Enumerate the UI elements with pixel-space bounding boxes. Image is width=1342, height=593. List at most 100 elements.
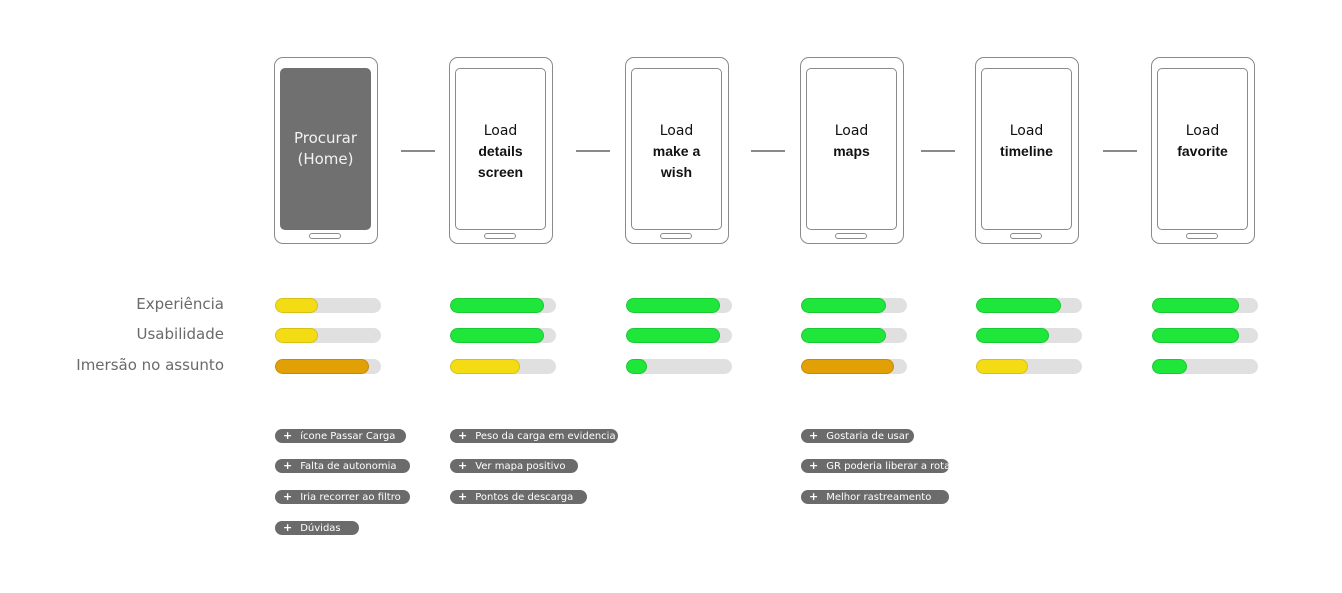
plus-icon: + [283,459,293,472]
rating-bar [626,298,732,313]
rating-bar-fill [450,328,544,343]
rating-bar [275,298,381,313]
plus-icon: + [458,490,468,503]
rating-bar-fill [1152,359,1187,374]
rating-bar [1152,298,1258,313]
phone-screen-4[interactable]: Load maps [800,57,904,244]
insight-tag: + ícone Passar Carga [275,429,406,443]
insight-text: Iria recorrer ao filtro [300,492,401,503]
plus-icon: + [809,490,819,503]
insight-text: ícone Passar Carga [300,431,396,442]
plus-icon: + [809,459,819,472]
insight-text: Pontos de descarga [475,492,574,503]
phone-display: Procurar (Home) [280,68,371,230]
rating-bar-fill [1152,298,1239,313]
insight-tag: + Peso da carga em evidencia [450,429,618,443]
phone-screen-6[interactable]: Load favorite [1151,57,1255,244]
home-button [660,233,692,239]
screen-title: Procurar (Home) [293,129,358,168]
rating-bar [450,359,556,374]
plus-icon: + [283,490,293,503]
rating-bar [801,298,907,313]
rating-bar [626,359,732,374]
rating-bar [1152,359,1258,374]
metric-label: Imersão no assunto [76,356,224,374]
rating-bar-fill [275,359,369,374]
rating-bar [801,328,907,343]
insight-text: Peso da carga em evidencia [475,431,616,442]
rating-bar [275,328,381,343]
screen-title: make a wish [652,143,701,180]
screen-title: maps [833,143,870,159]
insight-tag: + Dúvidas [275,521,359,535]
home-button [484,233,516,239]
insight-tag: + Melhor rastreamento [801,490,949,504]
rating-bar-fill [976,359,1028,374]
rating-bar [1152,328,1258,343]
rating-bar [275,359,381,374]
insight-text: Ver mapa positivo [475,461,566,472]
flow-connector [921,150,955,152]
insight-text: Falta de autonomia [300,461,397,472]
screen-lead: Load [659,123,694,139]
metric-label: Experiência [136,295,224,313]
rating-bar [450,328,556,343]
insight-tag: + Gostaria de usar [801,429,914,443]
screen-lead: Load [483,123,518,139]
rating-bar [976,359,1082,374]
flow-connector [401,150,435,152]
metric-label: Usabilidade [136,325,224,343]
insight-tag: + Falta de autonomia [275,459,410,473]
rating-bar-fill [976,298,1061,313]
phone-screen-3[interactable]: Load make a wish [625,57,729,244]
insight-text: Dúvidas [300,523,341,534]
screen-title: timeline [1000,143,1053,159]
rating-bar [801,359,907,374]
insight-tag: + GR poderia liberar a rota [801,459,951,473]
rating-bar-fill [275,328,318,343]
insight-tag: + Iria recorrer ao filtro [275,490,410,504]
phone-display: Load make a wish [631,68,722,230]
phone-display: Load details screen [455,68,546,230]
rating-bar-fill [626,359,647,374]
rating-bar [626,328,732,343]
insight-text: GR poderia liberar a rota [826,461,951,472]
plus-icon: + [283,521,293,534]
phone-screen-2[interactable]: Load details screen [449,57,553,244]
flow-connector [751,150,785,152]
screen-title: details screen [477,143,524,180]
home-button [309,233,341,239]
rating-bar-fill [275,298,318,313]
rating-bar-fill [626,328,720,343]
rating-bar-fill [626,298,720,313]
phone-screen-1[interactable]: Procurar (Home) [274,57,378,244]
home-button [1010,233,1042,239]
flow-connector [1103,150,1137,152]
rating-bar-fill [976,328,1049,343]
plus-icon: + [458,429,468,442]
rating-bar-fill [450,359,520,374]
insight-tag: + Pontos de descarga [450,490,587,504]
rating-bar [976,328,1082,343]
insight-text: Melhor rastreamento [826,492,932,503]
phone-display: Load favorite [1157,68,1248,230]
plus-icon: + [809,429,819,442]
insight-tag: + Ver mapa positivo [450,459,578,473]
plus-icon: + [283,429,293,442]
rating-bar-fill [801,359,894,374]
screen-lead: Load [1185,123,1220,139]
screen-title: favorite [1177,143,1228,159]
insight-text: Gostaria de usar [826,431,910,442]
rating-bar-fill [801,328,886,343]
home-button [1186,233,1218,239]
screen-lead: Load [834,123,869,139]
plus-icon: + [458,459,468,472]
rating-bar-fill [450,298,544,313]
rating-bar [450,298,556,313]
rating-bar-fill [801,298,886,313]
rating-bar-fill [1152,328,1239,343]
home-button [835,233,867,239]
